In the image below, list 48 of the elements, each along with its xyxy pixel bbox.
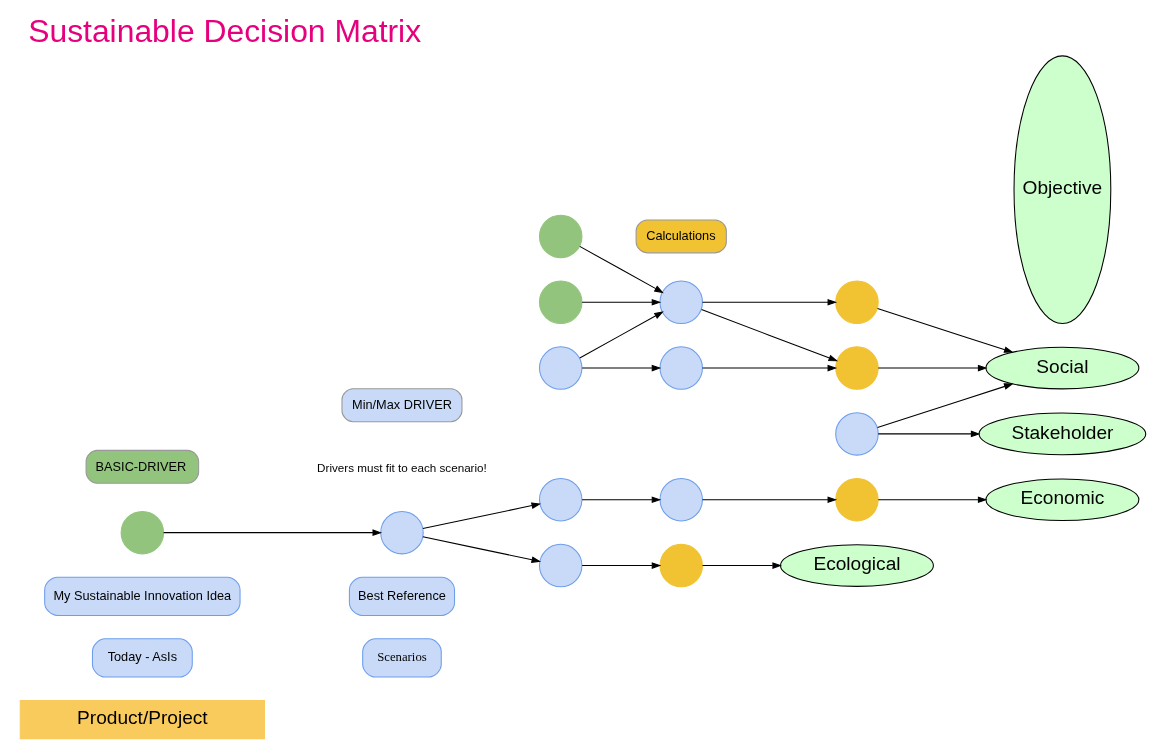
node-ellipse: Economic: [985, 478, 1140, 522]
arrow: [422, 502, 542, 529]
node-box: Best Reference: [348, 576, 456, 616]
arrow: [702, 298, 838, 306]
arrow: [701, 309, 839, 362]
node-box: Today - AsIs: [91, 638, 193, 678]
diagram-title: Sustainable Decision Matrix: [28, 13, 422, 50]
node-box: Scenarios: [362, 638, 442, 678]
node-circle: [659, 477, 703, 522]
node-circle: [659, 280, 703, 324]
node-circle: [538, 477, 583, 522]
node-circle: [835, 477, 879, 522]
node-circle: [538, 280, 583, 324]
arrow: [877, 308, 1014, 353]
arrow: [581, 364, 662, 372]
node-circle: [538, 543, 583, 588]
legend-label: BASIC-DRIVER: [95, 458, 187, 474]
node-circle: [538, 346, 583, 390]
arrow: [581, 298, 662, 306]
node-circle: [835, 412, 879, 456]
node-ellipse: Objective: [1013, 55, 1112, 324]
arrow: [702, 364, 838, 372]
label: Drivers must fit to each scenario!: [317, 460, 487, 474]
node-circle: [120, 510, 165, 555]
legend-label: Calculations: [646, 228, 716, 244]
arrow: [877, 430, 981, 438]
arrow: [877, 383, 1014, 429]
node-circle: [659, 346, 703, 390]
node-circle: [380, 510, 424, 555]
arrow: [579, 311, 664, 359]
arrow: [702, 496, 838, 504]
arrow: [877, 364, 988, 372]
node-circle: [538, 214, 583, 259]
node-ellipse: Ecological: [780, 544, 934, 587]
legend-label: Min/Max DRIVER: [352, 397, 452, 413]
node-box: My Sustainable Innovation Idea: [44, 576, 241, 616]
arrow: [877, 496, 988, 504]
node-circle: [835, 346, 879, 390]
arrow: [581, 496, 662, 504]
node-circle: [835, 280, 879, 324]
node-circle: [659, 543, 703, 588]
node-box: Product/Project: [19, 699, 265, 740]
arrow: [163, 529, 383, 536]
node-ellipse: Stakeholder: [978, 412, 1147, 456]
arrow: [579, 245, 664, 294]
arrow: [422, 536, 542, 563]
arrow: [702, 562, 782, 569]
arrow: [581, 562, 662, 569]
